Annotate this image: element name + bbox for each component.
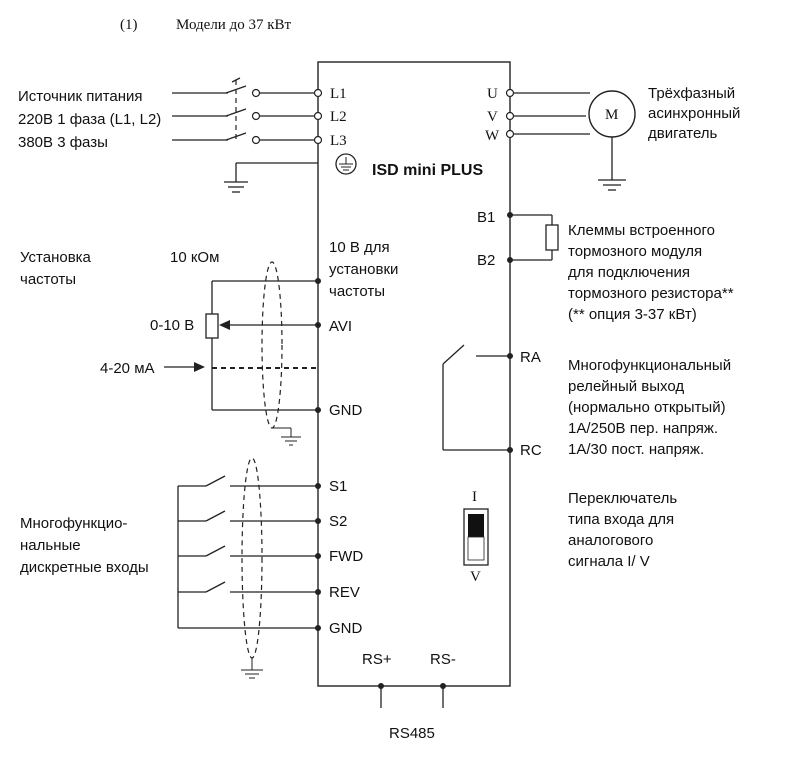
terminal-RS-minus: RS- bbox=[430, 651, 456, 668]
relay-label-line1: Многофункциональный bbox=[568, 357, 731, 374]
terminal-B1: B1 bbox=[477, 209, 495, 226]
power-source-three-phase: 380В 3 фазы bbox=[18, 134, 108, 151]
frequency-setting-circuit bbox=[164, 261, 321, 446]
potentiometer-value: 10 кОм bbox=[170, 249, 219, 266]
freq-setting-line1: Установка bbox=[20, 249, 92, 266]
relay-label-line5: 1А/30 пост. напряж. bbox=[568, 441, 704, 458]
switch-desc-line3: аналогового bbox=[568, 532, 653, 549]
switch-desc-line2: типа входа для bbox=[568, 511, 674, 528]
ten-v-label-line3: частоты bbox=[329, 283, 385, 300]
terminal-V: V bbox=[487, 109, 498, 125]
device-box bbox=[317, 61, 511, 687]
motor-symbol: M bbox=[605, 107, 618, 123]
voltage-input-label: 0-10 В bbox=[150, 317, 194, 334]
switch-desc-line1: Переключатель bbox=[568, 490, 677, 507]
freq-setting-line2: частоты bbox=[20, 271, 76, 288]
terminal-L2: L2 bbox=[330, 109, 347, 125]
ten-v-label-line1: 10 В для bbox=[329, 239, 390, 256]
terminal-RA: RA bbox=[520, 349, 541, 366]
terminal-W: W bbox=[485, 128, 500, 144]
motor-label-line1: Трёхфазный bbox=[648, 85, 735, 102]
ground-icon bbox=[335, 153, 357, 175]
device-name: ISD mini PLUS bbox=[372, 162, 483, 179]
terminal-S2: S2 bbox=[329, 513, 347, 530]
brake-resistor bbox=[507, 212, 559, 263]
rs485-label: RS485 bbox=[389, 725, 435, 742]
terminal-RC: RC bbox=[520, 442, 542, 459]
power-ground bbox=[224, 162, 318, 193]
page-title: Модели до 37 кВт bbox=[176, 17, 292, 33]
brake-label-line2: тормозного модуля bbox=[568, 243, 702, 260]
relay-label-line2: релейный выход bbox=[568, 378, 684, 395]
terminal-FWD: FWD bbox=[329, 548, 363, 565]
digital-inputs-circuit bbox=[177, 457, 321, 679]
terminal-GND-analog: GND bbox=[329, 402, 363, 419]
terminal-L1: L1 bbox=[330, 86, 347, 102]
power-source-label: Источник питания bbox=[18, 88, 143, 105]
switch-label-I: I bbox=[472, 489, 477, 505]
motor-output bbox=[505, 88, 636, 191]
rs485-connection bbox=[378, 683, 446, 708]
relay-label-line4: 1А/250В пер. напряж. bbox=[568, 420, 718, 437]
relay-label-line3: (нормально открытый) bbox=[568, 399, 726, 416]
terminal-U: U bbox=[487, 86, 498, 102]
digital-inputs-line2: нальные bbox=[20, 537, 81, 554]
terminal-GND-digital: GND bbox=[329, 620, 363, 637]
ten-v-label-line2: установки bbox=[329, 261, 398, 278]
terminal-S1: S1 bbox=[329, 478, 347, 495]
relay-output bbox=[442, 344, 513, 453]
current-input-label: 4-20 мА bbox=[100, 360, 155, 377]
brake-label-line4: тормозного резистора** bbox=[568, 285, 734, 302]
potentiometer bbox=[205, 313, 219, 339]
switch-label-V: V bbox=[470, 569, 481, 585]
switch-desc-line4: сигнала I/ V bbox=[568, 553, 650, 570]
terminal-RS-plus: RS+ bbox=[362, 651, 392, 668]
motor-label-line3: двигатель bbox=[648, 125, 718, 142]
iv-switch bbox=[463, 508, 489, 566]
terminal-L3: L3 bbox=[330, 133, 347, 149]
brake-label-line3: для подключения bbox=[568, 264, 690, 281]
terminal-AVI: AVI bbox=[329, 318, 352, 335]
title-number: (1) bbox=[120, 17, 138, 33]
terminal-B2: B2 bbox=[477, 252, 495, 269]
terminal-REV: REV bbox=[329, 584, 360, 601]
digital-inputs-line1: Многофункцио- bbox=[20, 515, 127, 532]
power-source-single-phase: 220В 1 фаза (L1, L2) bbox=[18, 111, 161, 128]
digital-inputs-line3: дискретные входы bbox=[20, 559, 149, 576]
brake-label-line5: (** опция 3-37 кВт) bbox=[568, 306, 697, 323]
motor-label-line2: асинхронный bbox=[648, 105, 740, 122]
power-input bbox=[172, 77, 323, 148]
brake-label-line1: Клеммы встроенного bbox=[568, 222, 715, 239]
